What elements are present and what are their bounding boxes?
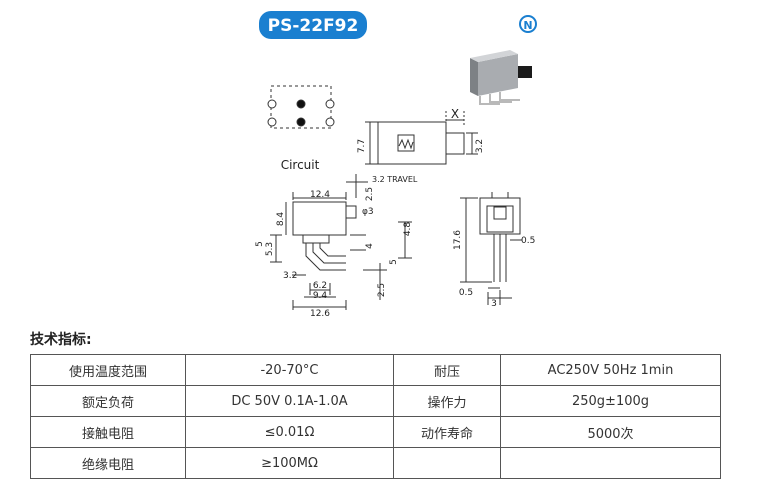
spec-value: DC 50V 0.1A-1.0A — [185, 385, 394, 417]
spec-label: 绝缘电阻 — [30, 447, 186, 479]
dim-12-4: 12.4 — [310, 190, 330, 200]
spec-value: AC250V 50Hz 1min — [500, 354, 721, 386]
table-row: 额定负荷 DC 50V 0.1A-1.0A 操作力 250g±100g — [30, 385, 721, 417]
dim-0-5-bottom: 0.5 — [459, 288, 473, 298]
top-view — [365, 110, 478, 165]
circuit-label: Circuit — [281, 158, 320, 172]
dim-5: 5 — [255, 241, 265, 247]
brand-logo-letter: N — [523, 19, 532, 32]
dim-0-5-right: 0.5 — [521, 236, 535, 246]
circuit-diagram — [267, 85, 335, 129]
dim-x-mark: X — [451, 107, 459, 121]
spec-label: 耐压 — [393, 354, 501, 386]
dim-3-2-travel: 3.2 TRAVEL — [372, 175, 418, 184]
spec-value: 5000次 — [500, 416, 721, 448]
dim-5-b: 5 — [389, 259, 399, 265]
dim-7-7: 7.7 — [357, 139, 367, 153]
dim-12-6: 12.6 — [310, 309, 330, 319]
spec-label — [393, 447, 501, 479]
technical-drawing: PS-22F92 N Circuit — [255, 11, 537, 319]
table-row: 使用温度范围 -20-70°C 耐压 AC250V 50Hz 1min — [30, 354, 721, 386]
model-badge: PS-22F92 — [259, 11, 367, 39]
dim-2-5-top: 2.5 — [365, 187, 375, 201]
spec-label: 动作寿命 — [393, 416, 501, 448]
dim-3: 3 — [491, 299, 497, 309]
dim-phi3: φ3 — [362, 207, 374, 217]
dim-17-6: 17.6 — [453, 230, 463, 250]
spec-value: ≥100MΩ — [185, 447, 394, 479]
dim-6-2: 6.2 — [313, 281, 327, 291]
dim-2-5-bottom: 2.5 — [377, 283, 387, 297]
spec-value: 250g±100g — [500, 385, 721, 417]
spec-label: 使用温度范围 — [30, 354, 186, 386]
dim-3-2-side: 3.2 — [475, 139, 485, 153]
dim-4-8: 4.8 — [403, 222, 413, 237]
table-row: 接触电阻 ≤0.01Ω 动作寿命 5000次 — [30, 416, 721, 448]
spec-value — [500, 447, 721, 479]
front-view — [460, 192, 522, 305]
table-row: 绝缘电阻 ≥100MΩ — [30, 447, 721, 479]
model-badge-text: PS-22F92 — [268, 16, 359, 36]
spec-value: -20-70°C — [185, 354, 394, 386]
dim-5-3: 5.3 — [265, 242, 275, 256]
dim-9-4: 9.4 — [313, 291, 328, 301]
dim-8-4: 8.4 — [276, 212, 286, 227]
product-photo — [470, 50, 532, 105]
spec-label: 接触电阻 — [30, 416, 186, 448]
spec-label: 操作力 — [393, 385, 501, 417]
spec-label: 额定负荷 — [30, 385, 186, 417]
side-view — [270, 174, 412, 310]
dim-4: 4 — [365, 243, 375, 249]
brand-logo: N — [519, 15, 537, 33]
specs-table: 使用温度范围 -20-70°C 耐压 AC250V 50Hz 1min 额定负荷… — [30, 354, 721, 479]
dim-3-2-left: 3.2 — [283, 271, 297, 281]
spec-value: ≤0.01Ω — [185, 416, 394, 448]
specs-title: 技术指标: — [30, 332, 92, 348]
